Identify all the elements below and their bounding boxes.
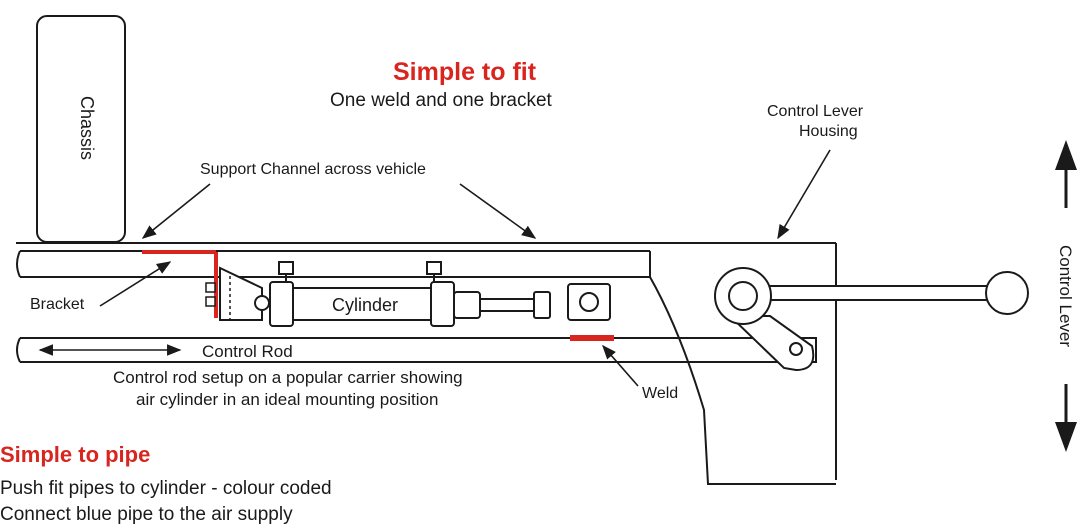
- cylinder-label: Cylinder: [332, 295, 398, 315]
- lever-motion-arrows: [1055, 140, 1077, 452]
- air-cylinder: [269, 261, 611, 327]
- housing-label-line2: Housing: [799, 123, 858, 140]
- piping-line-1: Push fit pipes to cylinder - colour code…: [0, 478, 332, 499]
- weld-mark: [570, 335, 614, 341]
- caption-line-1: Control rod setup on a popular carrier s…: [113, 368, 463, 387]
- weld-label: Weld: [642, 385, 679, 402]
- lever-housing: [649, 243, 837, 485]
- chassis-label: Chassis: [77, 96, 97, 160]
- headline-subtitle: One weld and one bracket: [330, 90, 552, 111]
- housing-label-line1: Control Lever: [767, 103, 864, 120]
- control-lever-label: Control Lever: [1056, 245, 1075, 347]
- bracket-label: Bracket: [30, 296, 85, 313]
- caption-line-2: air cylinder in an ideal mounting positi…: [136, 390, 439, 409]
- support-channel-label: Support Channel across vehicle: [200, 161, 426, 178]
- lever-link: [727, 315, 815, 372]
- piping-title: Simple to pipe: [0, 442, 151, 467]
- bracket: [142, 250, 270, 321]
- headline-title: Simple to fit: [393, 58, 537, 86]
- control-lever-assembly: [714, 267, 1029, 325]
- support-channel: [16, 242, 836, 278]
- control-rod-label: Control Rod: [202, 342, 293, 361]
- callout-arrows: [38, 149, 831, 387]
- piping-line-2: Connect blue pipe to the air supply: [0, 504, 293, 525]
